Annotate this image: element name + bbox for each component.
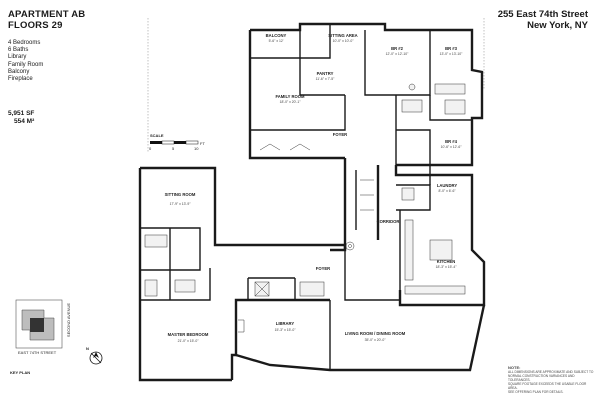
apartment-name: APARTMENT AB	[8, 9, 86, 20]
washer-icon	[401, 187, 415, 201]
key-plan-avenue: SECOND AVENUE	[66, 303, 71, 337]
key-plan-label: KEY PLAN	[10, 370, 30, 375]
room-kitchen-dim: 18'-3" x 15'-4"	[436, 265, 458, 269]
closet-icon	[299, 281, 325, 297]
room-br4: BR #4	[445, 139, 458, 144]
room-library: LIBRARY	[276, 321, 295, 326]
upper-wing-walls	[248, 22, 484, 167]
note-line: ALL DIMENSIONS ARE APPROXIMATE AND SUBJE…	[508, 370, 594, 374]
room-kitchen: KITCHEN	[437, 259, 456, 264]
shower-icon	[144, 279, 158, 297]
feature-item: 6 Baths	[8, 47, 29, 54]
room-br4-dim: 10'-6" x 12'-6"	[441, 145, 463, 149]
room-laundry: LAUNDRY	[437, 183, 458, 188]
room-family: FAMILY ROOM	[275, 94, 305, 99]
scale-label: SCALE	[150, 133, 164, 138]
room-foyer-upper: FOYER	[333, 132, 347, 137]
room-br3: BR #3	[445, 46, 458, 51]
shower-icon	[444, 99, 466, 115]
room-balcony: BALCONY	[266, 33, 287, 38]
apartment-title: APARTMENT AB FLOORS 29	[8, 9, 85, 31]
scale-tick: 10	[194, 146, 199, 151]
scale-segment	[161, 140, 175, 145]
room-sitting-room: SITTING ROOM	[165, 192, 196, 197]
address-block: 255 East 74th Street New York, NY	[498, 9, 588, 31]
corridor-walls	[343, 158, 380, 250]
vanity-icon	[174, 279, 196, 293]
feature-item: Fireplace	[8, 76, 33, 83]
toilet-icon	[408, 83, 416, 91]
scale-unit: FT	[200, 141, 205, 146]
kitchen-island-icon	[429, 239, 453, 261]
room-corridor: CORRIDOR	[377, 219, 400, 224]
notes-heading: NOTE:	[508, 365, 521, 370]
key-plan: EAST 74TH STREET SECOND AVENUE KEY PLAN	[10, 299, 71, 375]
room-living-dining: LIVING ROOM / DINING ROOM	[345, 331, 406, 336]
scale-segment	[185, 140, 199, 145]
room-foyer: FOYER	[316, 266, 330, 271]
area-sqft: 5,951 SF	[8, 110, 35, 117]
note-line: SEE OFFERING PLAN FOR DETAILS.	[508, 390, 564, 394]
scale-tick: 5	[172, 146, 175, 151]
scale-bar: SCALE 0 5 10 FT	[149, 133, 205, 151]
room-br2: BR #2	[391, 46, 404, 51]
room-sitting-area: SITTING AREA	[328, 33, 357, 38]
north-label: N	[86, 346, 89, 351]
bathtub-icon	[144, 234, 168, 248]
city-state: New York, NY	[527, 20, 588, 31]
key-plan-street: EAST 74TH STREET	[18, 350, 57, 355]
note-line: NORMAL CONSTRUCTION VARIANCES AND TOLERA…	[508, 374, 575, 382]
scale-segment	[150, 141, 162, 144]
feature-item: Library	[8, 54, 27, 61]
kitchen-counter-icon	[404, 285, 466, 295]
room-br3-dim: 13'-0" x 13'-10"	[440, 52, 464, 56]
kitchen-counter-icon	[404, 219, 414, 281]
room-master-bedroom-dim: 21'-0" x 15'-0"	[178, 339, 200, 343]
room-balcony-dim: 5'-6" x 12'	[269, 39, 284, 43]
feature-list: 4 Bedrooms 6 Baths Library Family Room B…	[8, 40, 43, 83]
room-sitting-area-dim: 10'-0" x 10'-0"	[333, 39, 355, 43]
north-arrow-icon: N	[86, 346, 103, 365]
left-wing-walls	[138, 166, 232, 382]
feature-item: Family Room	[8, 61, 44, 68]
room-laundry-dim: 8'-0" x 6'-6"	[438, 189, 456, 193]
vanity-icon	[401, 99, 423, 113]
room-pantry: PANTRY	[317, 71, 334, 76]
room-sitting-room-dim: 17'-9" x 13'-9"	[170, 202, 192, 206]
right-wing-walls	[394, 165, 486, 307]
room-br2-dim: 12'-0" x 12'-10"	[386, 52, 410, 56]
scale-segment	[174, 141, 186, 144]
bathtub-icon	[434, 83, 466, 95]
room-library-dim: 15'-3" x 15'-0"	[275, 328, 297, 332]
floors-label: FLOORS 29	[8, 20, 63, 31]
scale-tick: 0	[149, 146, 152, 151]
lower-walls	[230, 243, 486, 380]
room-living-dining-dim: 35'-0" x 20'-0"	[365, 338, 387, 342]
note-line: SQUARE FOOTAGE EXCEEDS THE USABLE FLOOR …	[508, 382, 587, 390]
street-address: 255 East 74th Street	[497, 9, 588, 20]
room-pantry-dim: 11'-6" x 7'-5"	[316, 77, 336, 81]
disclaimer-notes: NOTE: ALL DIMENSIONS ARE APPROXIMATE AND…	[508, 365, 596, 395]
feature-item: 4 Bedrooms	[8, 40, 41, 46]
room-master-bedroom: MASTER BEDROOM	[168, 332, 209, 337]
room-family-dim: 18'-0" x 20'-1"	[280, 100, 302, 104]
feature-item: Balcony	[8, 68, 30, 75]
area-sqm: 554 M²	[14, 118, 35, 125]
area-block: 5,951 SF 554 M²	[8, 110, 34, 126]
